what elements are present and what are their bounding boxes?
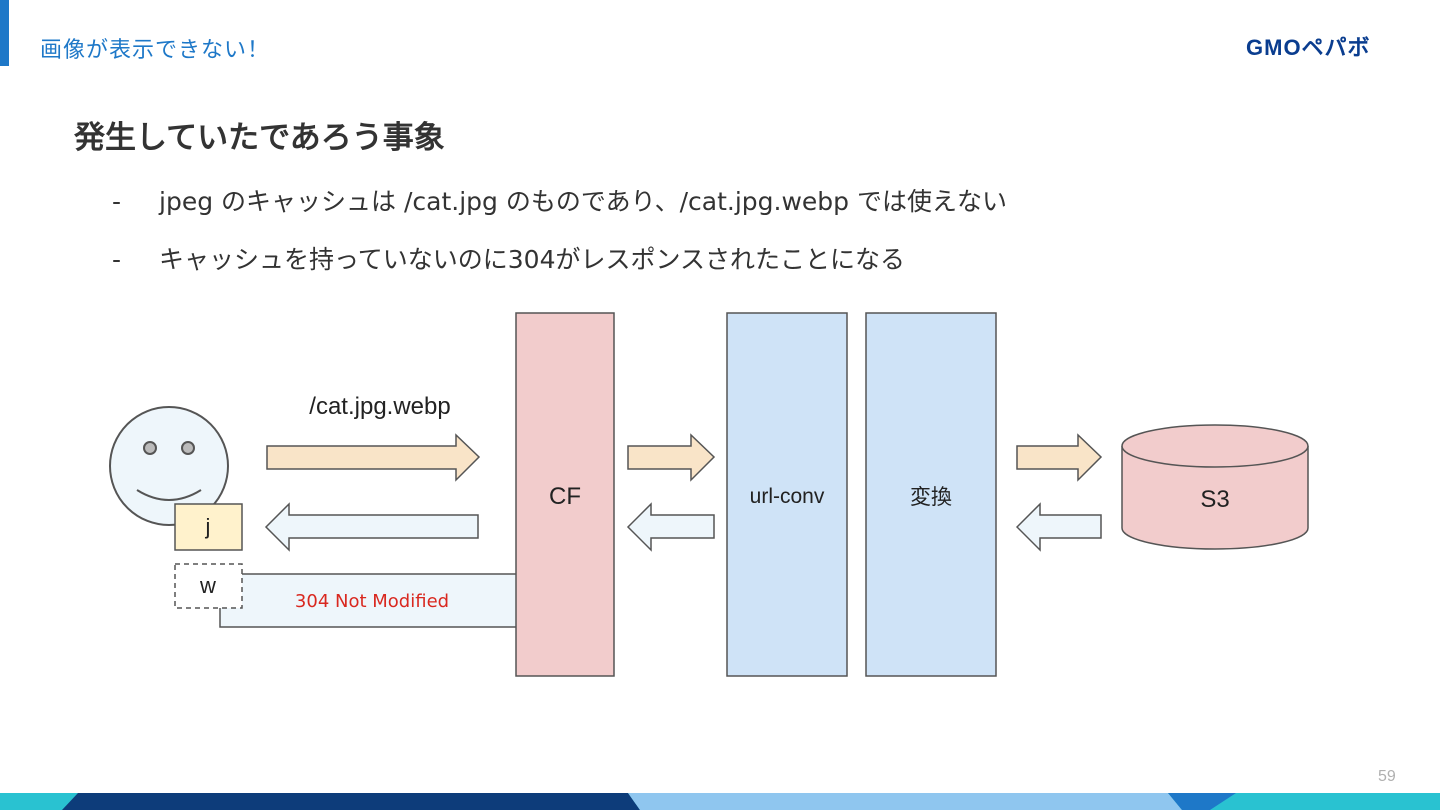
cf-label: CF <box>549 483 581 510</box>
cache-j-label: j <box>205 514 211 539</box>
response-label: 304 Not Modified <box>295 591 449 612</box>
s3-label: S3 <box>1200 486 1229 513</box>
gmo-pepabo-logo: GMOペパボ <box>1246 35 1371 60</box>
response-box <box>219 573 526 628</box>
user-face-icon <box>109 406 229 526</box>
request-arrow <box>627 433 716 482</box>
url-conv-label: url-conv <box>750 485 825 508</box>
page-title: 発生していたであろう事象 <box>74 120 445 156</box>
s3-storage-icon <box>1121 424 1309 550</box>
cache-w-label: w <box>199 573 216 598</box>
accent-bar <box>0 0 9 66</box>
response-arrow <box>626 502 715 552</box>
response-arrow <box>1015 502 1102 552</box>
request-arrow <box>266 433 481 482</box>
request-arrow <box>1016 433 1103 482</box>
page-number: 59 <box>1378 768 1396 785</box>
cache-w-box <box>174 563 243 609</box>
response-arrow <box>264 502 479 552</box>
bullet-text: jpeg のキャッシュは /cat.jpg のものであり、/cat.jpg.we… <box>159 187 1007 216</box>
footer-band <box>0 793 1440 810</box>
convert-label: 変換 <box>910 485 952 509</box>
cache-j-box <box>174 503 243 551</box>
cf-box <box>515 312 615 677</box>
url-conv-box <box>726 312 848 677</box>
bullet-dash: - <box>112 245 122 274</box>
request-path-label: /cat.jpg.webp <box>309 393 450 420</box>
bullet-text: キャッシュを持っていないのに304がレスポンスされたことになる <box>159 245 905 274</box>
convert-box <box>865 312 997 677</box>
logo-text: GMOペパボ <box>1246 35 1371 60</box>
section-title: 画像が表示できない！ <box>40 38 271 63</box>
bullet-dash: - <box>112 187 122 216</box>
